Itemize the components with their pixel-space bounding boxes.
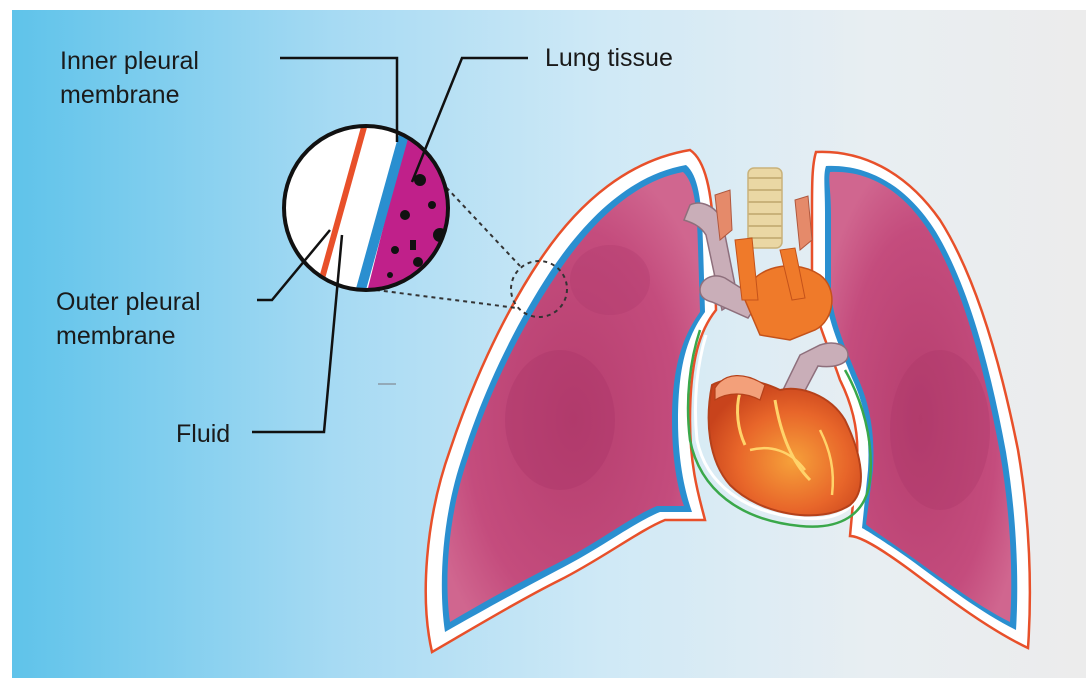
- magnified-section: [280, 120, 470, 300]
- callout-line-bottom: [360, 288, 517, 308]
- label-outer-pleural-line1: Outer pleural: [56, 285, 201, 319]
- left-lung: [426, 150, 716, 652]
- label-inner-pleural-line1: Inner pleural: [60, 44, 199, 78]
- label-outer-pleural-line2: membrane: [56, 319, 201, 353]
- label-lung-tissue: Lung tissue: [545, 41, 673, 75]
- label-lung-tissue-text: Lung tissue: [545, 41, 673, 75]
- right-lung: [812, 152, 1030, 648]
- label-inner-pleural-membrane: Inner pleural membrane: [60, 44, 199, 112]
- label-fluid: Fluid: [176, 417, 230, 451]
- label-outer-pleural-membrane: Outer pleural membrane: [56, 285, 201, 353]
- label-fluid-text: Fluid: [176, 417, 230, 451]
- trachea: [748, 168, 782, 248]
- label-inner-pleural-line2: membrane: [60, 78, 199, 112]
